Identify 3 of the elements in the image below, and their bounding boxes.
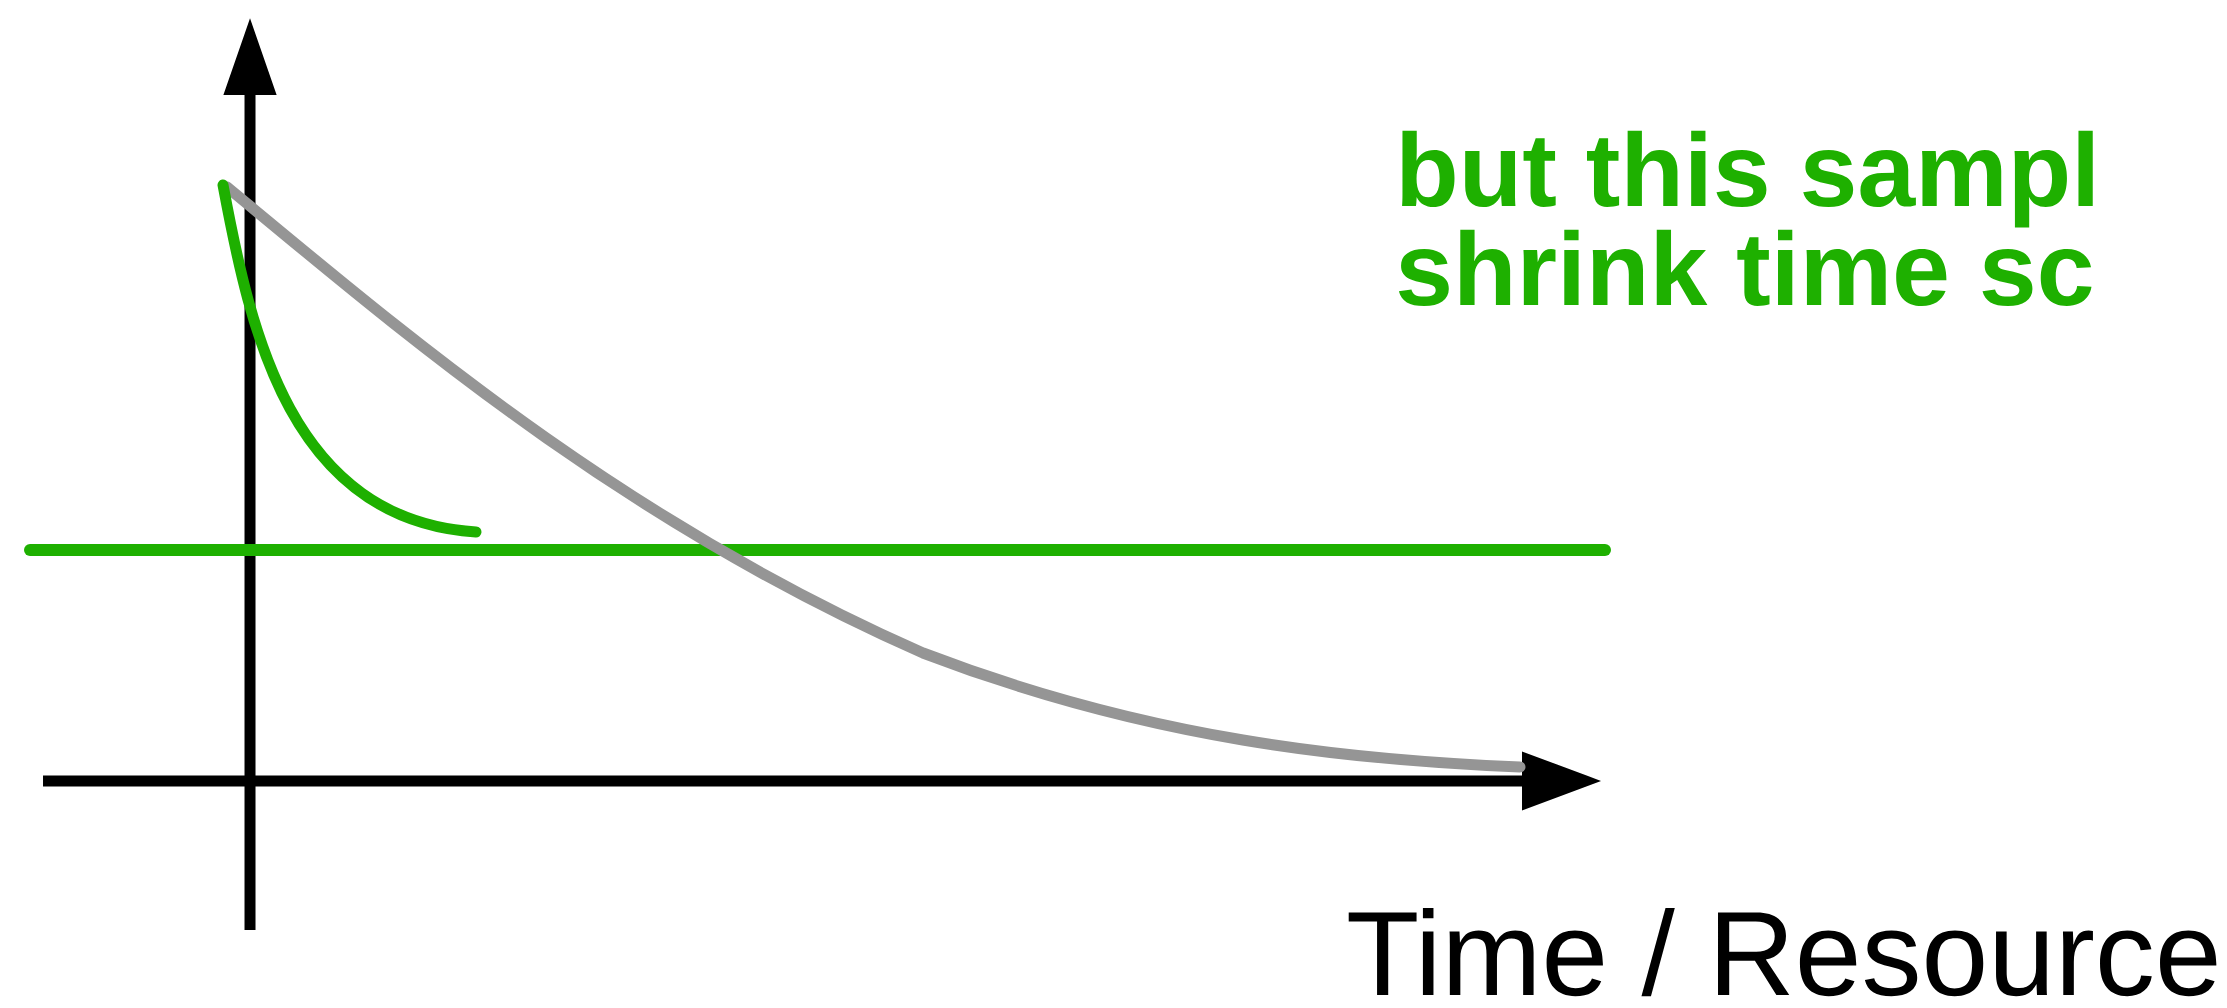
axis-label: Time / Resource: [1348, 908, 2217, 997]
annotation-text: shrink time sc: [1398, 229, 2092, 306]
annotation-text: but this sampl: [1402, 130, 2093, 228]
